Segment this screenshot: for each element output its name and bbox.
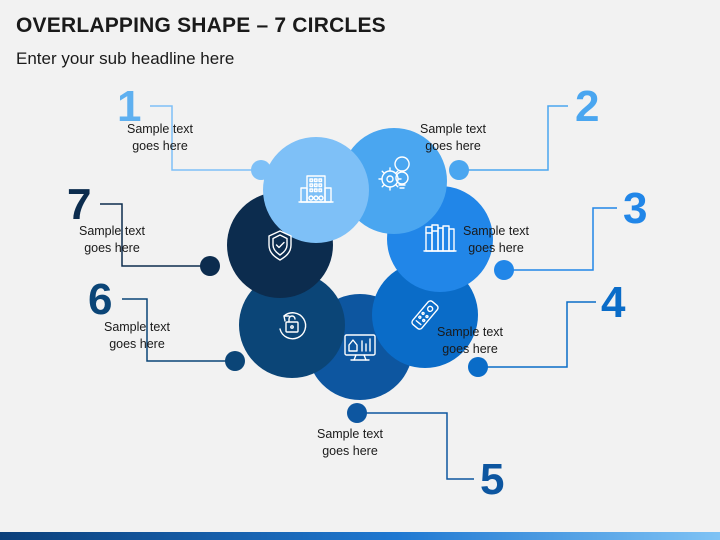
step-label-line2: goes here [84,241,140,255]
step-label-line1: Sample text [419,122,486,136]
remote-control-icon [411,300,439,330]
step-label-line2: goes here [132,139,188,153]
step-number-2: 2 [575,82,600,131]
step-label-line2: goes here [425,139,481,153]
step-label-line1: Sample text [436,325,503,339]
step-label-line1: Sample text [462,224,529,238]
step-label-line2: goes here [109,337,165,351]
monitor-dashboard-icon [344,334,376,361]
step-label-line1: Sample text [126,122,193,136]
step-label-3: Sample text goes here [441,223,551,257]
step-label-5: Sample text goes here [295,426,405,460]
page-title: OVERLAPPING SHAPE – 7 CIRCLES [16,14,386,37]
step-number-6: 6 [88,275,113,324]
step-number-3: 3 [623,184,648,233]
step-label-7: Sample text goes here [57,223,167,257]
step-label-line2: goes here [442,342,498,356]
connector-line-7 [100,203,210,267]
footer-bar [0,532,720,540]
step-label-2: Sample text goes here [398,121,508,155]
connector-dot-4 [468,357,488,377]
connector-dot-5 [347,403,367,423]
circle-2 [341,128,447,234]
gear-lightbulb-icon [378,156,410,191]
step-number-1: 1 [117,82,142,131]
step-label-1: Sample text goes here [105,121,215,155]
page-subtitle: Enter your sub headline here [16,49,235,68]
step-number-4: 4 [601,278,626,327]
step-label-4: Sample text goes here [415,324,525,358]
connector-dot-7 [200,256,220,276]
step-label-line2: goes here [468,241,524,255]
office-building-icon [298,175,334,203]
step-label-6: Sample text goes here [82,319,192,353]
connector-dot-3 [494,260,514,280]
connector-line-2 [459,105,568,171]
connector-line-6 [122,298,235,362]
step-number-5: 5 [480,455,505,504]
connector-dot-2 [449,160,469,180]
step-label-line1: Sample text [103,320,170,334]
books-icon [423,224,457,252]
connector-dot-6 [225,351,245,371]
circle-1 [263,137,369,243]
connector-line-1 [150,105,261,171]
step-label-line1: Sample text [316,427,383,441]
step-label-line2: goes here [322,444,378,458]
unlock-refresh-icon [279,312,307,340]
circle-6 [239,272,345,378]
connector-line-4 [478,301,596,368]
connector-line-5 [357,412,474,480]
step-label-line1: Sample text [78,224,145,238]
shield-check-icon [268,230,292,261]
step-number-7: 7 [67,180,92,229]
connector-line-3 [504,207,617,271]
